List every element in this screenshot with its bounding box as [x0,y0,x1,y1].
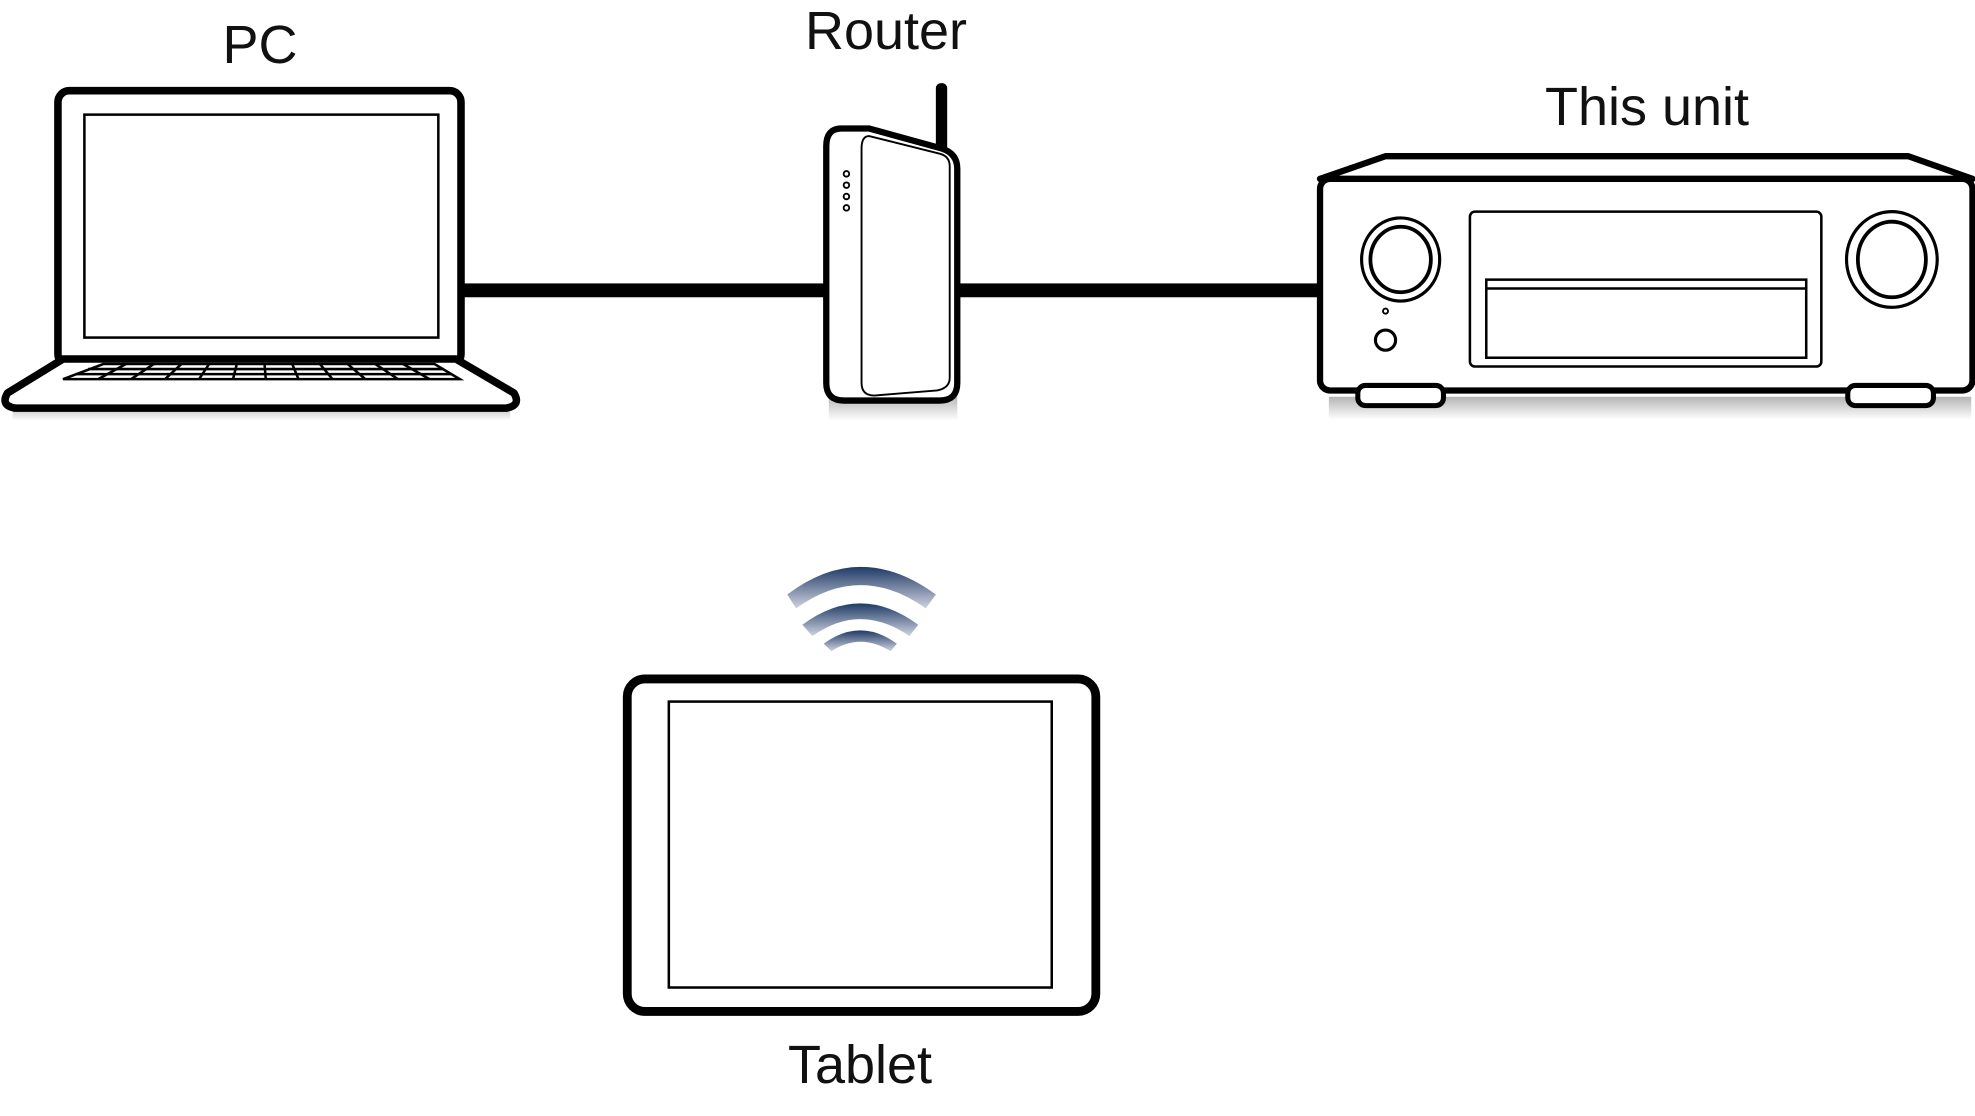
wireless-signal-icon [787,566,936,652]
label-router: Router [804,1,968,61]
tablet-icon [622,674,1101,1016]
laptop-icon [1,86,521,421]
label-this-unit: This unit [1544,77,1750,137]
power-button-icon [1373,328,1398,352]
wifi-router-icon [823,83,961,421]
left-knob [1360,216,1442,303]
ethernet-cable-router-unit [957,283,1323,298]
label-tablet: Tablet [787,1035,933,1095]
status-lights [842,170,851,212]
ethernet-cable-pc-router [459,283,828,298]
av-receiver-icon [1316,153,1975,420]
right-knob [1844,210,1939,309]
label-pc: PC [222,15,298,75]
